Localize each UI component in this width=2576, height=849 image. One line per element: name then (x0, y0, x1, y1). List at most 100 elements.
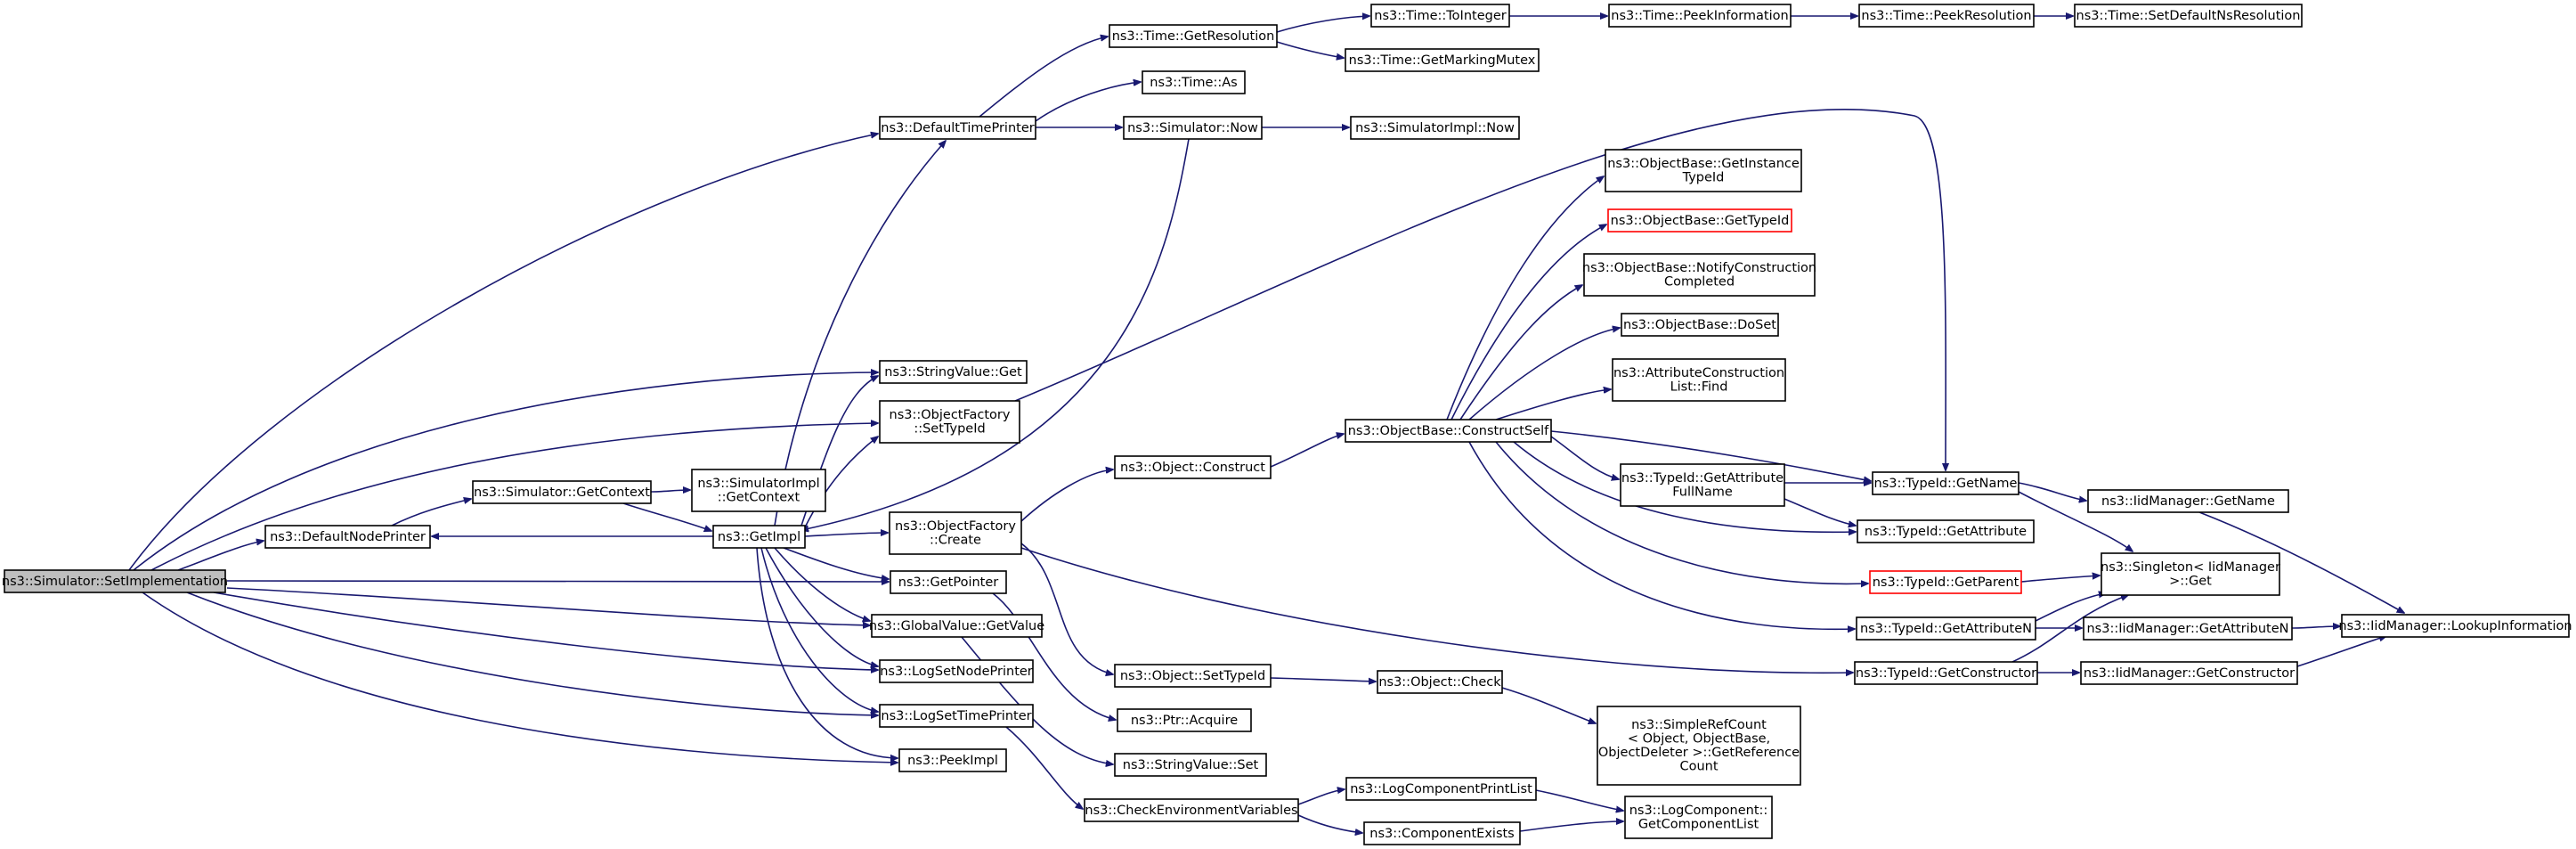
node-label: ns3::IidManager::GetConstructor (2084, 666, 2295, 681)
edge-getimpl-to-logsetnodeprinter (765, 547, 878, 666)
node-objectbase_constructself[interactable]: ns3::ObjectBase::ConstructSelf (1345, 419, 1552, 443)
node-ptr_acquire[interactable]: ns3::Ptr::Acquire (1117, 708, 1252, 732)
node-time_getmarkingmutex[interactable]: ns3::Time::GetMarkingMutex (1345, 48, 1540, 72)
edge-setimpl-to-logsetnodeprinter (213, 592, 878, 670)
node-label: ns3::Simulator::SetImplementation (2, 575, 228, 589)
edge-object_check-to-simplerefcount (1501, 687, 1596, 723)
node-label: Completed (1664, 275, 1735, 290)
node-iidmanager_lookupinformation[interactable]: ns3::IidManager::LookupInformation (2338, 614, 2572, 638)
node-label: ns3::SimpleRefCount (1631, 718, 1767, 732)
node-box (1377, 670, 1503, 694)
node-box (1117, 708, 1252, 732)
node-box (1624, 796, 1773, 839)
node-typeid_getconstructor[interactable]: ns3::TypeId::GetConstructor (1854, 661, 2038, 685)
node-label: ns3::ObjectFactory (890, 408, 1011, 422)
node-box (879, 116, 1036, 140)
node-objectbase_doset[interactable]: ns3::ObjectBase::DoSet (1621, 313, 1779, 337)
node-simulator_getcontext[interactable]: ns3::Simulator::GetContext (472, 480, 652, 504)
edge-typeid_getattributefullname-to-typeid_getattribute (1784, 498, 1856, 526)
edge-setimpl-to-defaultnodeprinter (177, 541, 264, 571)
edge-setimpl-to-stringvalue_get (133, 372, 878, 571)
edge-checkenvironmentvariables-to-logcomponentprintlist (1297, 789, 1345, 805)
node-stringvalue_get[interactable]: ns3::StringValue::Get (879, 360, 1028, 384)
node-box (879, 400, 1020, 444)
node-label: ns3::IidManager::GetName (2101, 494, 2275, 509)
node-typeid_getparent[interactable]: ns3::TypeId::GetParent (1869, 570, 2022, 594)
node-peekimpl[interactable]: ns3::PeekImpl (898, 748, 1007, 772)
node-box (1856, 616, 2036, 641)
node-getpointer[interactable]: ns3::GetPointer (890, 570, 1007, 594)
node-typeid_getname[interactable]: ns3::TypeId::GetName (1872, 471, 2019, 495)
node-box (1350, 116, 1520, 140)
node-label: ns3::Time::GetResolution (1112, 29, 1275, 44)
node-defaulttimeprinter[interactable]: ns3::DefaultTimePrinter (879, 116, 1036, 140)
node-time_setdefaultnsresolution[interactable]: ns3::Time::SetDefaultNsResolution (2074, 4, 2303, 28)
node-box (1857, 519, 2035, 543)
edge-simulator_getcontext-to-getimpl (622, 502, 711, 531)
node-time_as[interactable]: ns3::Time::As (1142, 70, 1246, 94)
edge-logcomponentprintlist-to-logcomponent_getcomponentlist (1535, 789, 1623, 811)
node-objectbase_gettypeid[interactable]: ns3::ObjectBase::GetTypeId (1607, 208, 1792, 233)
node-iidmanager_getattributen[interactable]: ns3::IidManager::GetAttributeN (2083, 616, 2293, 641)
node-time_tointeger[interactable]: ns3::Time::ToInteger (1370, 4, 1510, 28)
node-objfactory_create[interactable]: ns3::ObjectFactory::Create (889, 511, 1022, 555)
node-label: ns3::Time::PeekResolution (1861, 9, 2031, 23)
edge-time_getresolution-to-time_tointeger (1276, 16, 1369, 33)
node-label: ns3::TypeId::GetName (1874, 477, 2018, 491)
node-label: ns3::DefaultTimePrinter (881, 121, 1034, 135)
node-simulatorimpl_now[interactable]: ns3::SimulatorImpl::Now (1350, 116, 1520, 140)
node-label: ns3::CheckEnvironmentVariables (1085, 804, 1297, 818)
call-nodes: ns3::Simulator::SetImplementation ns3::De… (2, 4, 2572, 845)
node-objectbase_notifyconstructioncompleted[interactable]: ns3::ObjectBase::NotifyConstructionCompl… (1582, 253, 1816, 297)
node-simulatorimpl_getcontext[interactable]: ns3::SimulatorImpl::GetContext (691, 469, 826, 512)
node-time_peekresolution[interactable]: ns3::Time::PeekResolution (1858, 4, 2035, 28)
node-getimpl[interactable]: ns3::GetImpl (712, 525, 806, 549)
node-checkenvironmentvariables[interactable]: ns3::CheckEnvironmentVariables (1084, 798, 1299, 822)
node-logsettimeprinter[interactable]: ns3::LogSetTimePrinter (879, 704, 1034, 728)
node-time_getresolution[interactable]: ns3::Time::GetResolution (1109, 24, 1278, 48)
node-object_construct[interactable]: ns3::Object::Construct (1114, 455, 1272, 479)
edge-getimpl-to-globalvalue_getvalue (774, 547, 870, 621)
edge-time_getresolution-to-time_getmarkingmutex (1276, 41, 1344, 58)
node-iidmanager_getname[interactable]: ns3::IidManager::GetName (2087, 489, 2289, 513)
node-label: ns3::TypeId::GetAttribute (1621, 471, 1784, 486)
node-typeid_getattributen[interactable]: ns3::TypeId::GetAttributeN (1856, 616, 2036, 641)
node-box (2083, 616, 2293, 641)
node-object_settypeid[interactable]: ns3::Object::SetTypeId (1114, 664, 1272, 688)
node-objfactory_settypeid[interactable]: ns3::ObjectFactory::SetTypeId (879, 400, 1020, 444)
node-label: ObjectDeleter >::GetReference (1598, 746, 1800, 760)
node-box (2087, 489, 2289, 513)
node-simulator_now[interactable]: ns3::Simulator::Now (1123, 116, 1263, 140)
node-time_peekinformation[interactable]: ns3::Time::PeekInformation (1608, 4, 1792, 28)
node-label: ns3::Simulator::GetContext (474, 486, 650, 500)
edge-setimpl-to-globalvalue_getvalue (226, 587, 870, 625)
node-logcomponent_getcomponentlist[interactable]: ns3::LogComponent::GetComponentList (1624, 796, 1773, 839)
node-label: ns3::Object::Check (1378, 675, 1501, 690)
edge-getimpl-to-objfactory_create (804, 533, 888, 537)
node-label: ns3::Object::Construct (1120, 461, 1265, 475)
node-object_check[interactable]: ns3::Object::Check (1377, 670, 1503, 694)
node-box (879, 704, 1034, 728)
edge-getimpl-to-objfactory_settypeid (804, 437, 878, 528)
node-logcomponentprintlist[interactable]: ns3::LogComponentPrintList (1345, 777, 1537, 801)
node-iidmanager_getconstructor[interactable]: ns3::IidManager::GetConstructor (2080, 661, 2298, 685)
node-singleton_get[interactable]: ns3::Singleton< IidManager >::Get (2101, 552, 2280, 596)
node-componentexists[interactable]: ns3::ComponentExists (1363, 821, 1521, 845)
edge-objectbase_constructself-to-attributeconstructionlist_find (1495, 389, 1611, 420)
node-label: ns3::GetPointer (898, 576, 999, 590)
node-defaultnodeprinter[interactable]: ns3::DefaultNodePrinter (264, 525, 431, 549)
node-label: ns3::Object::SetTypeId (1120, 669, 1265, 683)
node-typeid_getattribute[interactable]: ns3::TypeId::GetAttribute (1857, 519, 2035, 543)
node-setimpl[interactable]: ns3::Simulator::SetImplementation (2, 569, 228, 593)
node-logsetnodeprinter[interactable]: ns3::LogSetNodePrinter (879, 659, 1034, 683)
node-label: ns3::Time::GetMarkingMutex (1349, 53, 1536, 68)
node-stringvalue_set[interactable]: ns3::StringValue::Set (1114, 753, 1267, 777)
node-simplerefcount[interactable]: ns3::SimpleRefCount< Object, ObjectBase,… (1597, 706, 1801, 786)
node-globalvalue_getvalue[interactable]: ns3::GlobalValue::GetValue (869, 614, 1044, 638)
node-label: ns3::GetImpl (718, 530, 800, 544)
node-box (1869, 570, 2022, 594)
node-box (1363, 821, 1521, 845)
